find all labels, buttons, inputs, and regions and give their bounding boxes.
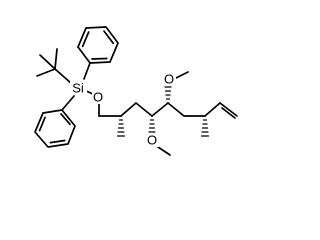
- phenyl-upper-ring: [77, 26, 119, 64]
- hashed-bond-c4-omethoxy: [148, 119, 156, 133]
- bond-si-tbu: [54, 68, 73, 85]
- phenyl-upper-double-3: [91, 57, 108, 60]
- o-methoxy-lower-label: O: [147, 133, 157, 148]
- bond-upper-o-methyl: [175, 71, 189, 79]
- chemical-structure-diagram: Si O O O: [34, 26, 238, 156]
- hashed-bond-c5-omethoxy: [164, 86, 172, 100]
- o-silyl-label: O: [93, 90, 103, 105]
- atom-label-o-methoxy-upper: O: [163, 72, 176, 87]
- si-label: Si: [72, 81, 84, 96]
- tert-butyl-group: [36, 48, 73, 85]
- bond-tbu-methyl-upperleft: [39, 54, 56, 70]
- atom-label-o-methoxy-lower: O: [146, 133, 159, 148]
- o-methoxy-upper-label: O: [164, 72, 174, 87]
- phenyl-upper-double-1: [81, 31, 90, 48]
- bond-tbu-methyl-top: [54, 48, 58, 70]
- phenyl-ring-lower: [34, 95, 76, 148]
- bond-vinyl-double-inner: [221, 107, 236, 119]
- hashed-bond-c7-methyl: [200, 119, 210, 137]
- stereo-bonds: [116, 86, 210, 137]
- bond-lower-o-methyl: [157, 146, 171, 156]
- hashed-bond-c2-methyl: [116, 119, 126, 137]
- atom-label-si: Si: [70, 80, 87, 96]
- bond-si-phenyl-lower: [61, 95, 75, 111]
- bond-tbu-methyl-left: [36, 68, 56, 77]
- phenyl-ring-upper: [77, 26, 119, 80]
- methoxy-methyls: [157, 71, 189, 156]
- main-chain: [83, 89, 238, 119]
- bond-vinyl-double-outer: [219, 102, 238, 117]
- phenyl-lower-double-2: [49, 139, 66, 144]
- bond-c5-c6: [167, 102, 185, 117]
- phenyl-upper-double-2: [103, 30, 115, 45]
- bond-c4-c5: [151, 102, 169, 117]
- phenyl-lower-double-3: [60, 113, 71, 126]
- bond-c3-c4: [135, 102, 153, 117]
- bond-c7-c8-vinyl: [204, 102, 221, 117]
- phenyl-lower-double-1: [38, 116, 46, 132]
- bond-c2-c3: [120, 102, 137, 117]
- atom-label-o-silyl: O: [92, 90, 104, 105]
- bond-si-phenyl-upper: [83, 62, 91, 80]
- phenyl-lower-ring: [34, 109, 76, 148]
